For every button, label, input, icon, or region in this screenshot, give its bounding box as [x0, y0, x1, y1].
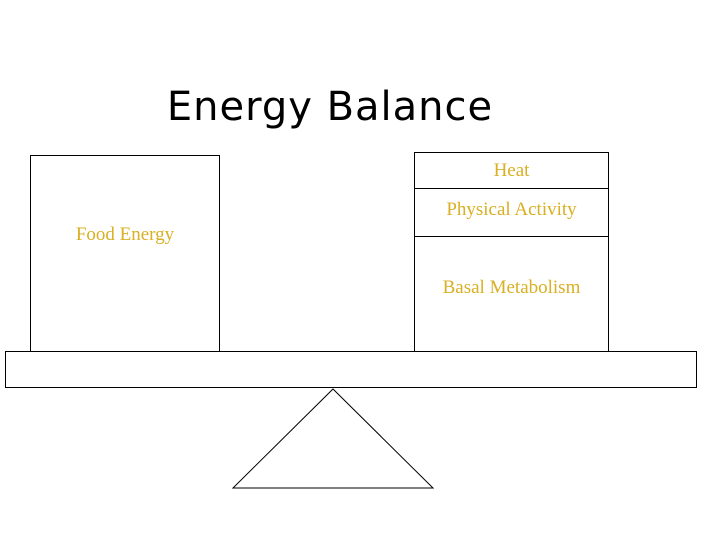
physical-activity-segment: Physical Activity	[414, 188, 609, 237]
heat-segment: Heat	[414, 152, 609, 189]
physical-activity-label: Physical Activity	[446, 199, 577, 220]
fulcrum-triangle	[228, 384, 438, 494]
heat-label: Heat	[493, 160, 530, 181]
basal-metabolism-label: Basal Metabolism	[442, 277, 581, 298]
balance-beam	[5, 351, 697, 388]
left-pan-load-box: Food Energy	[30, 155, 220, 352]
right-pan-load-stack: Heat Physical Activity Basal Metabolism	[414, 152, 609, 352]
food-energy-label: Food Energy	[75, 224, 175, 245]
fulcrum-triangle-shape	[231, 388, 435, 489]
page-title: Energy Balance	[166, 84, 494, 130]
basal-metabolism-segment: Basal Metabolism	[414, 236, 609, 352]
